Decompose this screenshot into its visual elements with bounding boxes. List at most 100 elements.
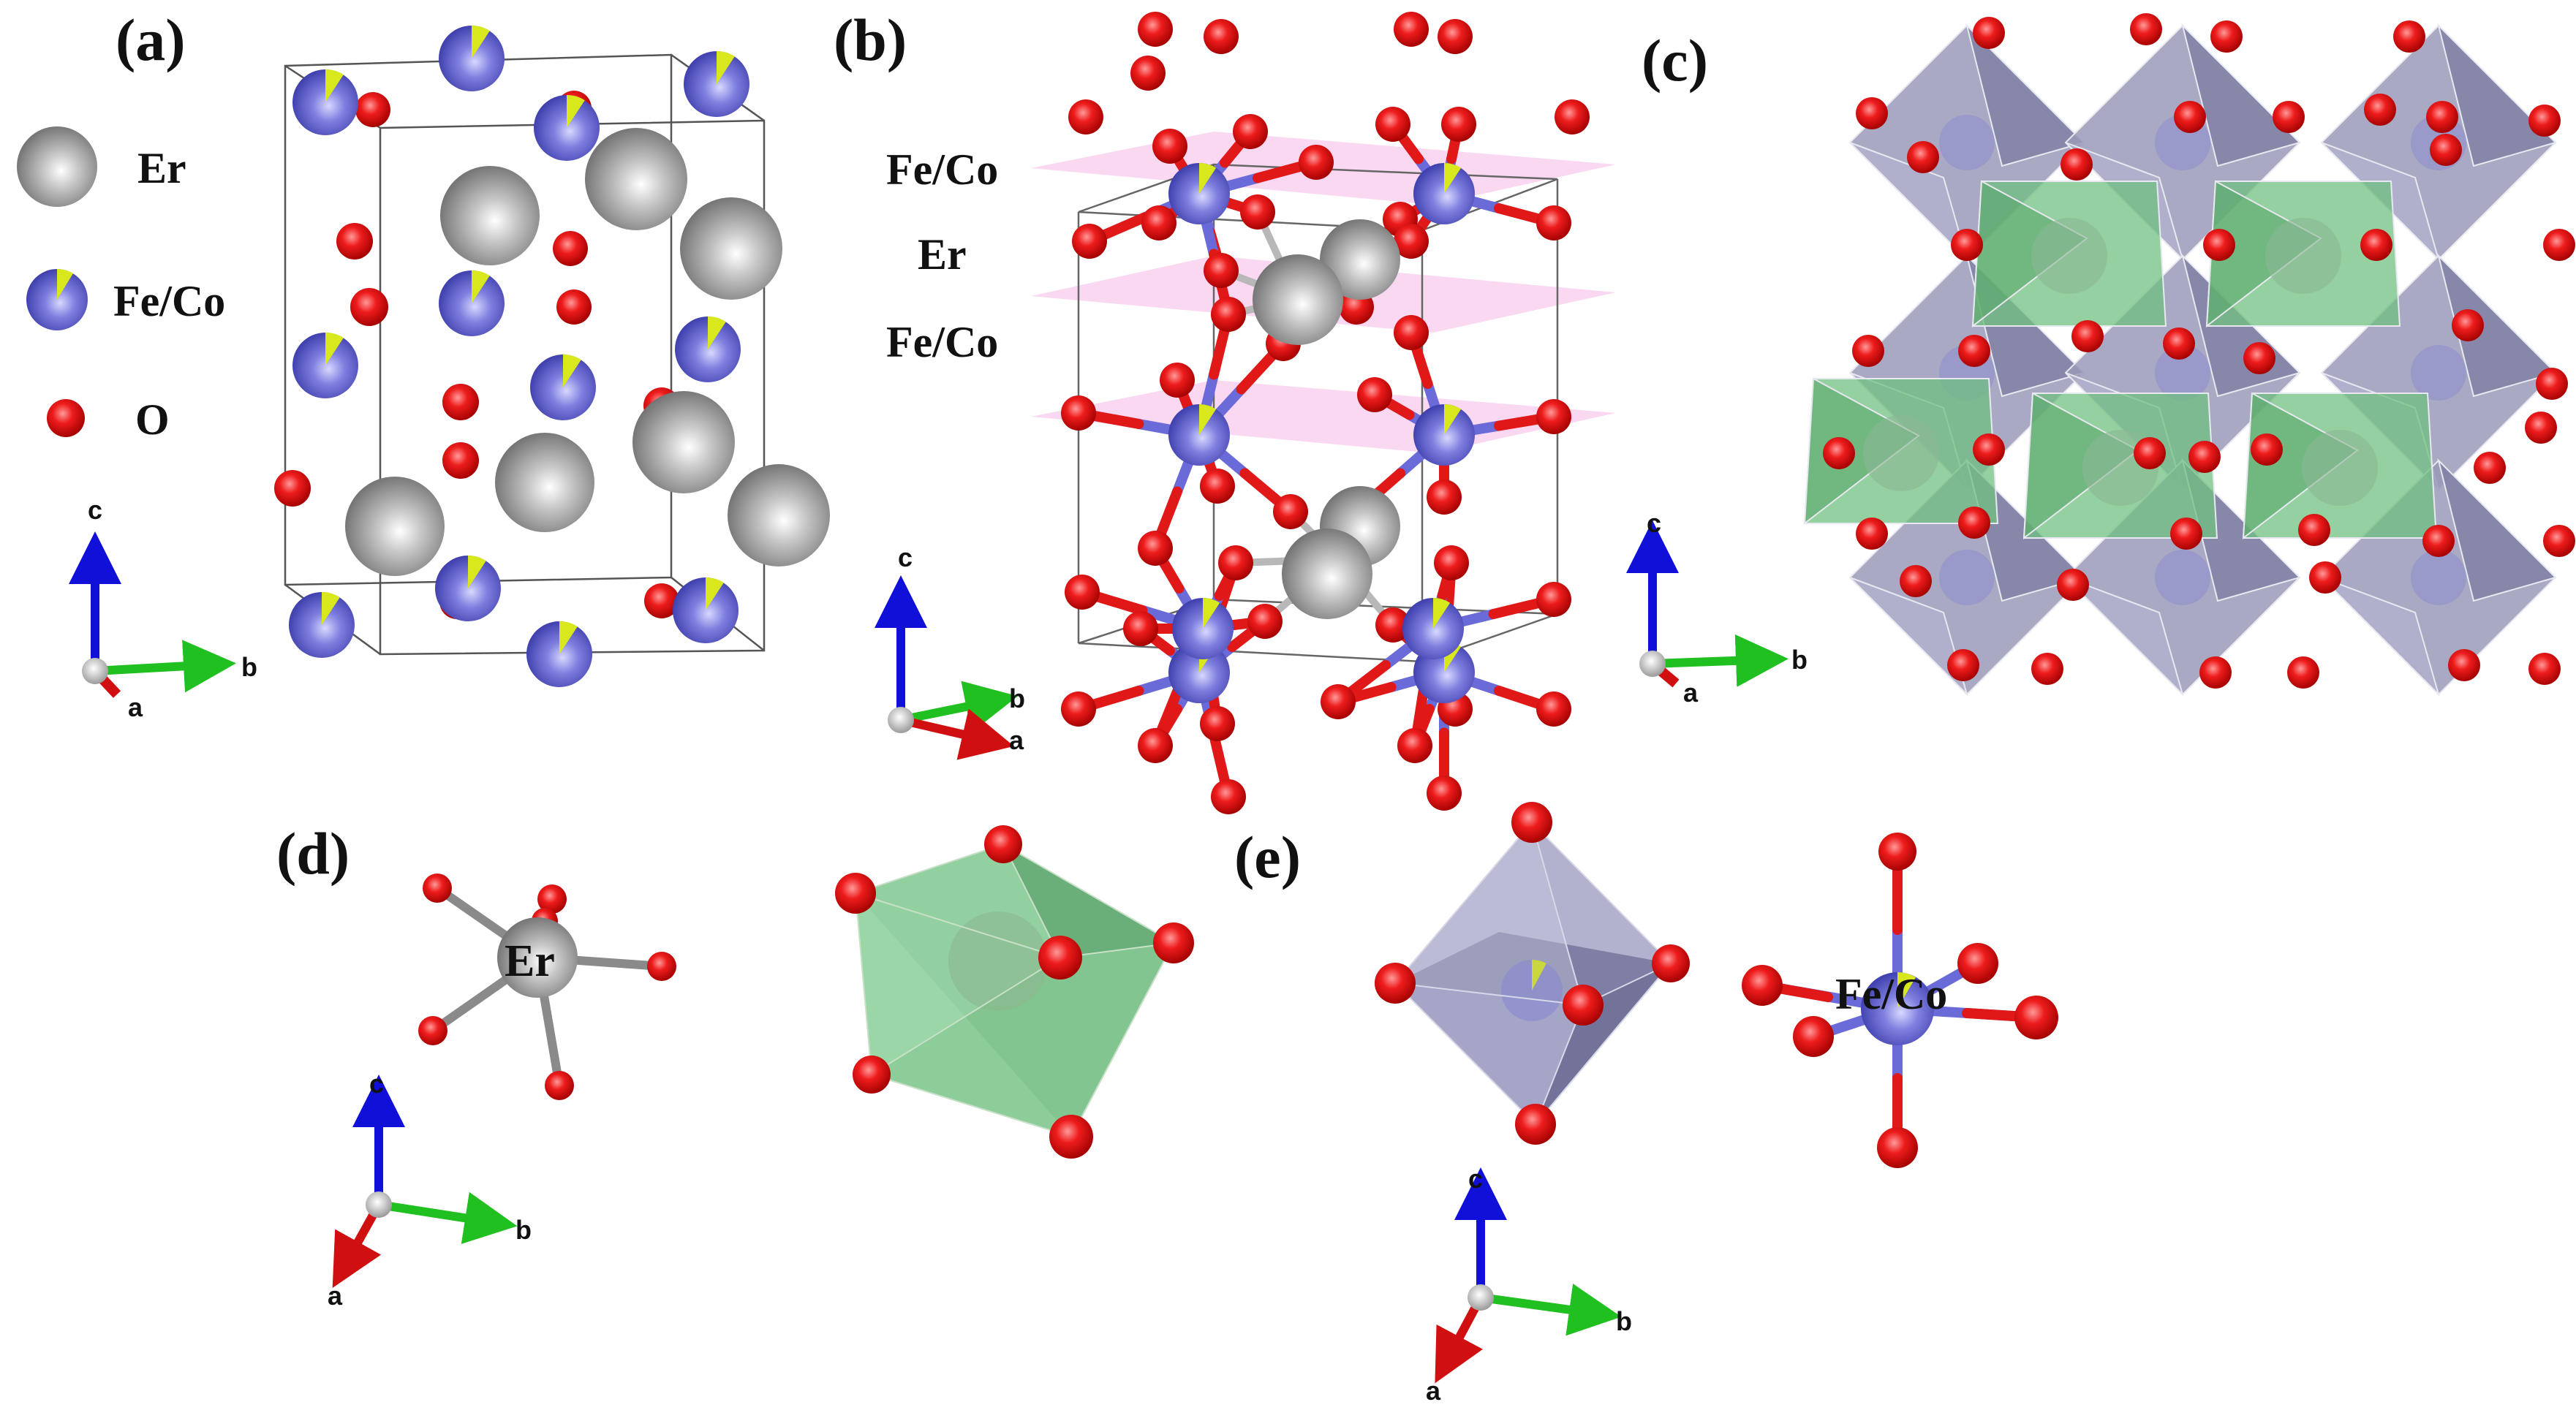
axis-c-label: c [1468,1164,1483,1194]
oxygen-atom [2360,229,2392,261]
oxygen-atom [1438,19,1473,54]
oxygen-atom [1204,253,1239,288]
oxygen-atom [1427,480,1462,515]
oxygen-atom [1434,545,1469,580]
erbium-atom [345,477,445,576]
axis-a-label: a [1009,725,1024,755]
oxygen-atom [1240,194,1275,230]
oxygen-atom [418,1016,447,1045]
erbium-atom [632,391,735,493]
axis-c-label: c [898,542,913,572]
oxygen-atom [1397,728,1432,763]
oxygen-atom [2543,229,2575,261]
axis-c-label: c [369,1069,384,1099]
oxygen-atom [2071,320,2104,352]
oxygen-atom [1394,12,1429,47]
oxygen-atom [1138,531,1173,566]
oxygen-atom [1427,776,1462,811]
oxygen-atom [2422,525,2455,557]
oxygen-atom [1878,833,1916,871]
oxygen-atom [1211,779,1246,814]
oxygen-atom [1375,963,1416,1004]
axis-b-label: b [1009,683,1025,713]
axis-triad-d: c b a [328,1069,532,1311]
legend-er-label: Er [137,144,186,192]
oxygen-atom [1152,129,1187,164]
er-coordination-sticks: Er [418,874,676,1100]
panel-d: (d) Er [276,820,1194,1311]
er-atom-label: Er [505,936,555,986]
oxygen-atom [350,288,388,326]
oxygen-atom [545,1071,574,1100]
oxygen-atom [1299,145,1334,180]
axis-c-label: c [88,495,102,525]
oxygen-atom [1200,469,1235,504]
erbium-atom [728,464,830,566]
oxygen-atom [647,952,676,981]
er-polyhedron [835,825,1194,1159]
oxygen-atom [1072,224,1107,259]
panel-c: (c) c b a [1626,13,2575,708]
oxygen-atom [1907,141,1939,173]
oxygen-atom [1394,315,1429,350]
panel-e-label: (e) [1234,824,1301,890]
oxygen-atom [1515,1104,1556,1145]
oxygen-atom [336,223,373,259]
oxygen-atom [2203,229,2235,261]
axis-a-label: a [328,1281,343,1311]
oxygen-atom [2287,656,2319,689]
oxygen-atom [1742,965,1783,1006]
oxygen-atom [2170,518,2202,550]
oxygen-atom [2525,412,2557,444]
oxygen-atom [1823,437,1855,469]
oxygen-atom [274,470,311,507]
panel-a-label: (a) [116,7,186,73]
panel-b-label: (b) [834,7,907,73]
oxygen-atom [2474,452,2506,484]
oxygen-atom [1138,12,1173,47]
oxygen-atom [2430,134,2462,166]
oxygen-atom [2528,653,2561,685]
oxygen-atom [556,289,592,325]
axis-a-label: a [1683,678,1699,708]
oxygen-atom [2031,653,2063,685]
erbium-atom [1253,254,1343,345]
fe-co-octahedron [1375,802,1690,1145]
oxygen-atom [1852,335,1884,367]
oxygen-atom [853,1056,891,1094]
oxygen-atom [1511,802,1552,843]
legend-er-swatch [17,126,97,207]
oxygen-atom [2528,105,2561,137]
oxygen-atom [2134,437,2166,469]
panel-e: (e) [1234,802,2058,1406]
layer-label-middle: Er [918,230,967,278]
oxygen-atom [1877,1127,1918,1168]
oxygen-atom [2309,561,2341,594]
oxygen-atom [2543,525,2575,557]
oxygen-atom [1233,114,1268,149]
oxygen-atom [1153,922,1194,963]
fe-co-atom-label: Fe/Co [1835,970,1947,1018]
oxygen-atom [1973,17,2005,49]
axis-c-label: c [1647,508,1661,538]
oxygen-atom [1273,494,1308,529]
polyhedra-network [1803,13,2575,697]
oxygen-atom [1357,377,1392,412]
oxygen-atom [2251,433,2283,466]
erbium-atom [585,128,687,230]
oxygen-atom [1900,565,1932,597]
oxygen-atom [2393,20,2425,53]
oxygen-atom [2174,101,2206,133]
oxygen-atom [1321,684,1356,719]
layer-labels: Fe/Co Er Fe/Co [886,145,998,366]
oxygen-atom [1068,99,1103,134]
oxygen-atom [1218,545,1253,580]
panel-b-atoms [1061,12,1590,814]
oxygen-atom [1973,433,2005,466]
oxygen-atom [2243,342,2275,374]
axis-triad-e: c b a [1426,1164,1632,1406]
oxygen-atom [1065,575,1100,610]
oxygen-atom [2014,996,2058,1039]
oxygen-atom [537,884,567,914]
